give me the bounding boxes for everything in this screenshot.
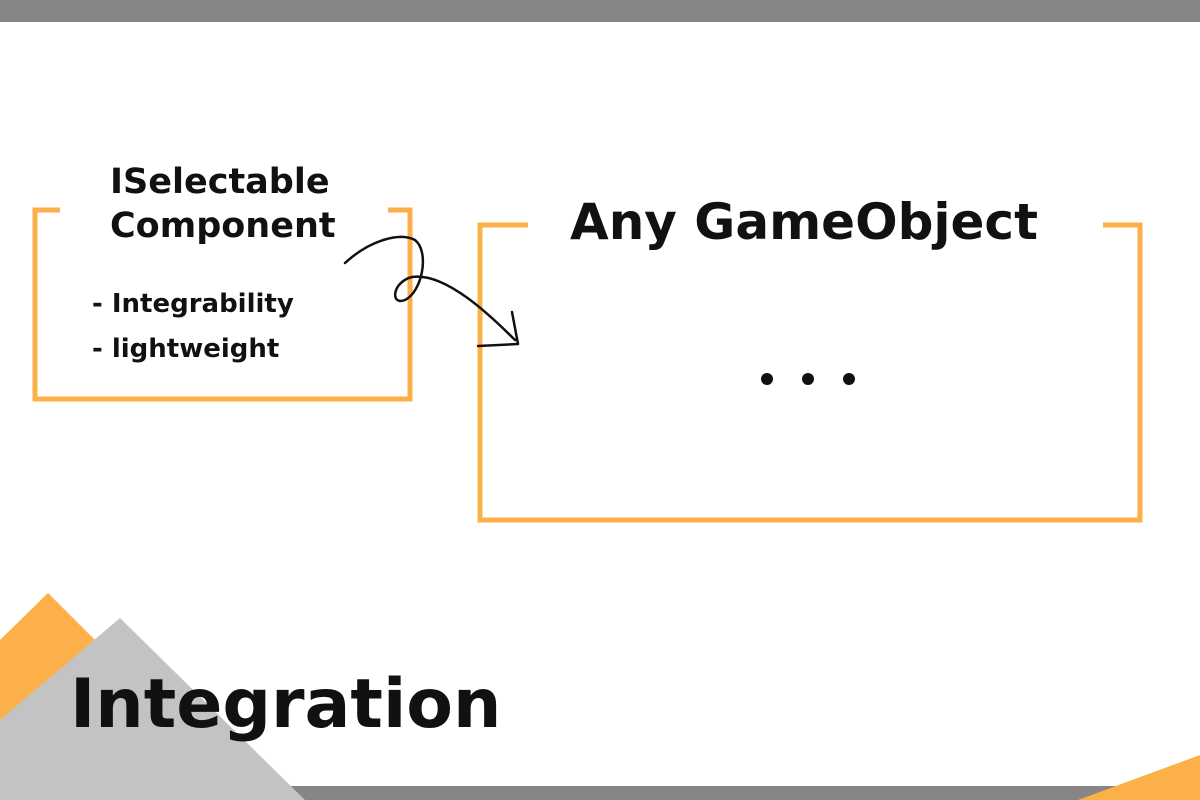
- top-bar: [0, 0, 1200, 22]
- gameobject-title: Any GameObject: [570, 193, 1038, 251]
- orange-bottom-right-triangle: [1078, 755, 1200, 800]
- gameobject-box-frame: [477, 222, 1143, 523]
- ellipsis-dot: [802, 373, 814, 385]
- connector-arrow-head: [476, 310, 520, 348]
- component-title-line1: ISelectable: [110, 162, 330, 202]
- component-title: ISelectable Component: [110, 160, 336, 248]
- ellipsis-dot: [843, 373, 855, 385]
- ellipsis-dot: [761, 373, 773, 385]
- component-box-frame: [32, 207, 413, 402]
- connector-arrow: [343, 235, 517, 342]
- component-title-line2: Component: [110, 206, 336, 246]
- feature-item-integrability: - Integrability: [92, 289, 294, 319]
- feature-item-lightweight: - lightweight: [92, 334, 280, 364]
- ellipsis-dots: [761, 373, 855, 385]
- gray-corner-triangle: [0, 618, 305, 800]
- component-feature-list: - Integrability - lightweight: [92, 282, 294, 372]
- section-title: Integration: [70, 665, 502, 744]
